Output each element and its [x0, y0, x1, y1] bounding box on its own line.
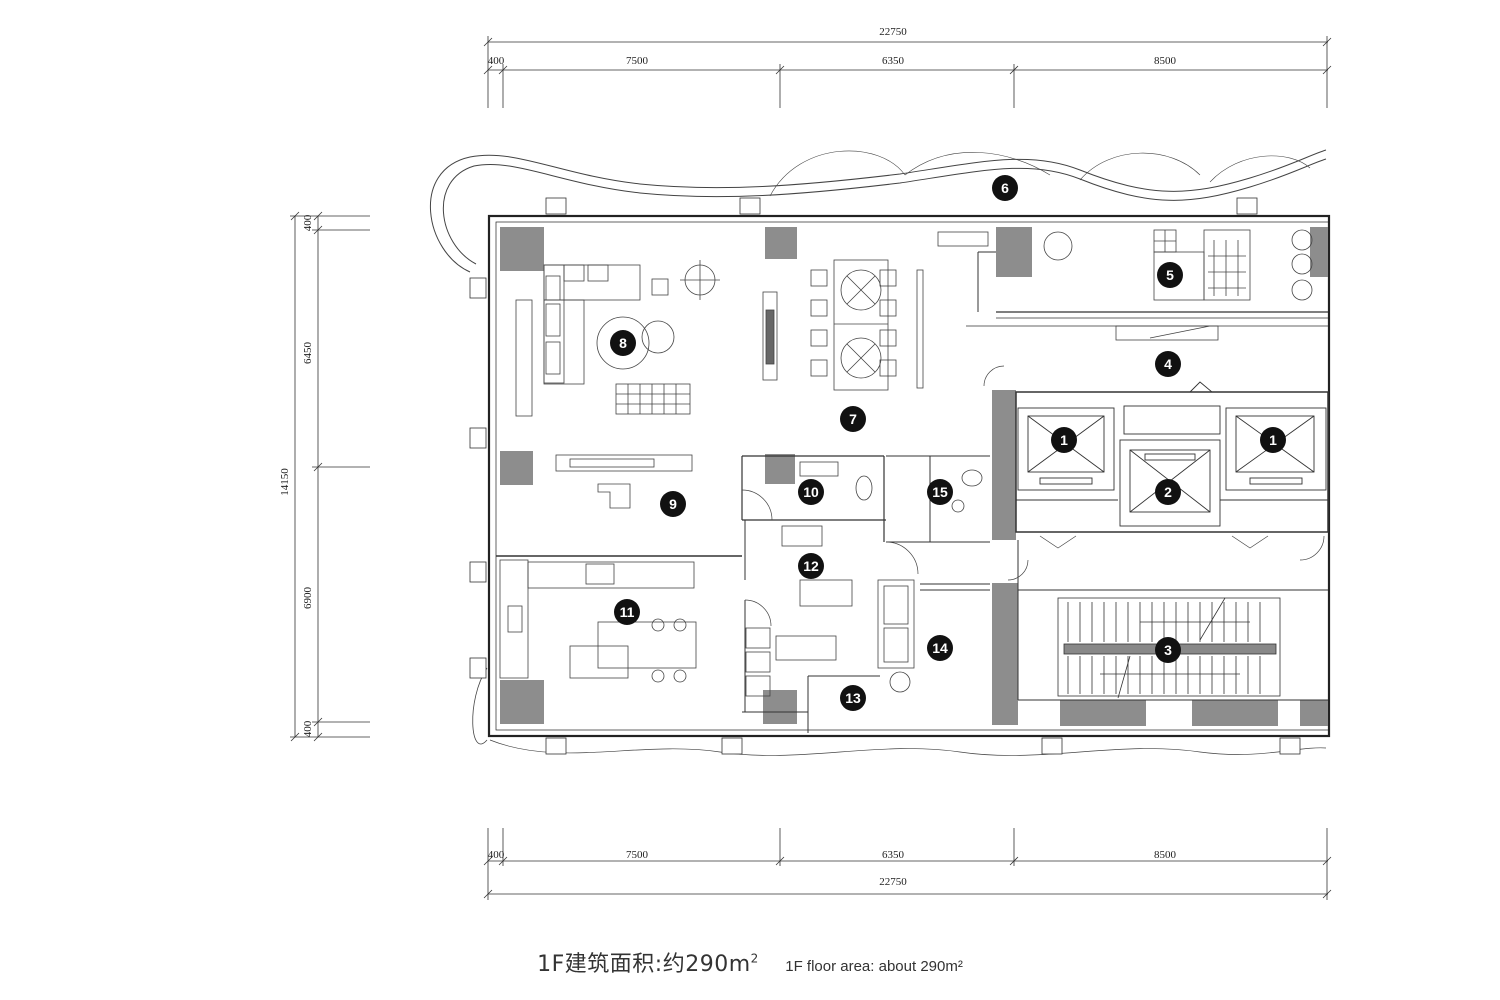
svg-text:4: 4: [1164, 356, 1172, 372]
svg-text:13: 13: [845, 690, 861, 706]
bottom-total-dimension: 22750: [879, 876, 907, 888]
left-dimension-chain: [290, 211, 370, 742]
room-tag: 14: [927, 635, 953, 661]
left-segment-dimension: 6450: [302, 342, 314, 365]
left-segment-dimension: 6900: [302, 587, 314, 610]
room-tag: 15: [927, 479, 953, 505]
exterior-walls: [487, 214, 1331, 738]
room-tag: 12: [798, 553, 824, 579]
room-tag: 5: [1157, 262, 1183, 288]
door-swings: [741, 365, 1325, 627]
caption-english: 1F floor area: about 290m²: [785, 958, 963, 975]
wavy-canopy: [430, 149, 1327, 756]
svg-text:14: 14: [932, 640, 948, 656]
svg-text:10: 10: [803, 484, 819, 500]
top-segment-dimension: 7500: [626, 55, 649, 67]
room-tag: 6: [992, 175, 1018, 201]
room-tag: 13: [840, 685, 866, 711]
svg-text:15: 15: [932, 484, 948, 500]
left-segment-dimension: 400: [302, 214, 314, 231]
interior-walls: [496, 251, 1329, 733]
svg-text:6: 6: [1001, 180, 1009, 196]
bottom-segment-dimension: 8500: [1154, 849, 1177, 861]
caption-chinese: 1F建筑面积:约290m2: [537, 952, 759, 977]
svg-text:1: 1: [1060, 432, 1068, 448]
room-tag: 1: [1051, 427, 1077, 453]
svg-text:11: 11: [620, 604, 635, 620]
room-tag: 11: [614, 599, 640, 625]
bottom-segment-dimension: 6350: [882, 849, 905, 861]
top-segment-dimension: 8500: [1154, 55, 1177, 67]
elevator-shafts: [1017, 381, 1327, 527]
floor-area-caption: 1F建筑面积:约290m2 1F floor area: about 290m²: [0, 946, 1500, 978]
caption-chinese-text: 1F建筑面积:约290m: [537, 952, 751, 977]
columns: [500, 227, 1328, 726]
room-tag: 7: [840, 406, 866, 432]
left-segment-dimension: 400: [302, 720, 314, 737]
room-tag: 10: [798, 479, 824, 505]
window-mullions: [469, 197, 1301, 755]
svg-text:5: 5: [1166, 267, 1174, 283]
svg-text:12: 12: [803, 558, 819, 574]
svg-text:2: 2: [1164, 484, 1172, 500]
furniture: [499, 229, 1313, 697]
room-tag: 2: [1155, 479, 1181, 505]
bottom-segment-dimension: 7500: [626, 849, 649, 861]
svg-text:3: 3: [1164, 642, 1172, 658]
svg-text:9: 9: [669, 496, 677, 512]
left-total-dimension: 14150: [279, 468, 291, 496]
svg-text:7: 7: [849, 411, 857, 427]
room-tag: 4: [1155, 351, 1181, 377]
top-dimension-chain: [483, 36, 1332, 108]
top-segment-dimension: 6350: [882, 55, 905, 67]
top-total-dimension: 22750: [879, 26, 907, 38]
bottom-dimension-chain: [483, 828, 1332, 900]
room-tag: 1: [1260, 427, 1286, 453]
room-tag: 3: [1155, 637, 1181, 663]
top-segment-dimension: 400: [488, 55, 505, 67]
bottom-segment-dimension: 400: [488, 849, 505, 861]
room-tag: 8: [610, 330, 636, 356]
svg-text:1: 1: [1269, 432, 1277, 448]
caption-superscript: 2: [750, 951, 759, 966]
room-tag: 9: [660, 491, 686, 517]
svg-text:8: 8: [619, 335, 627, 351]
